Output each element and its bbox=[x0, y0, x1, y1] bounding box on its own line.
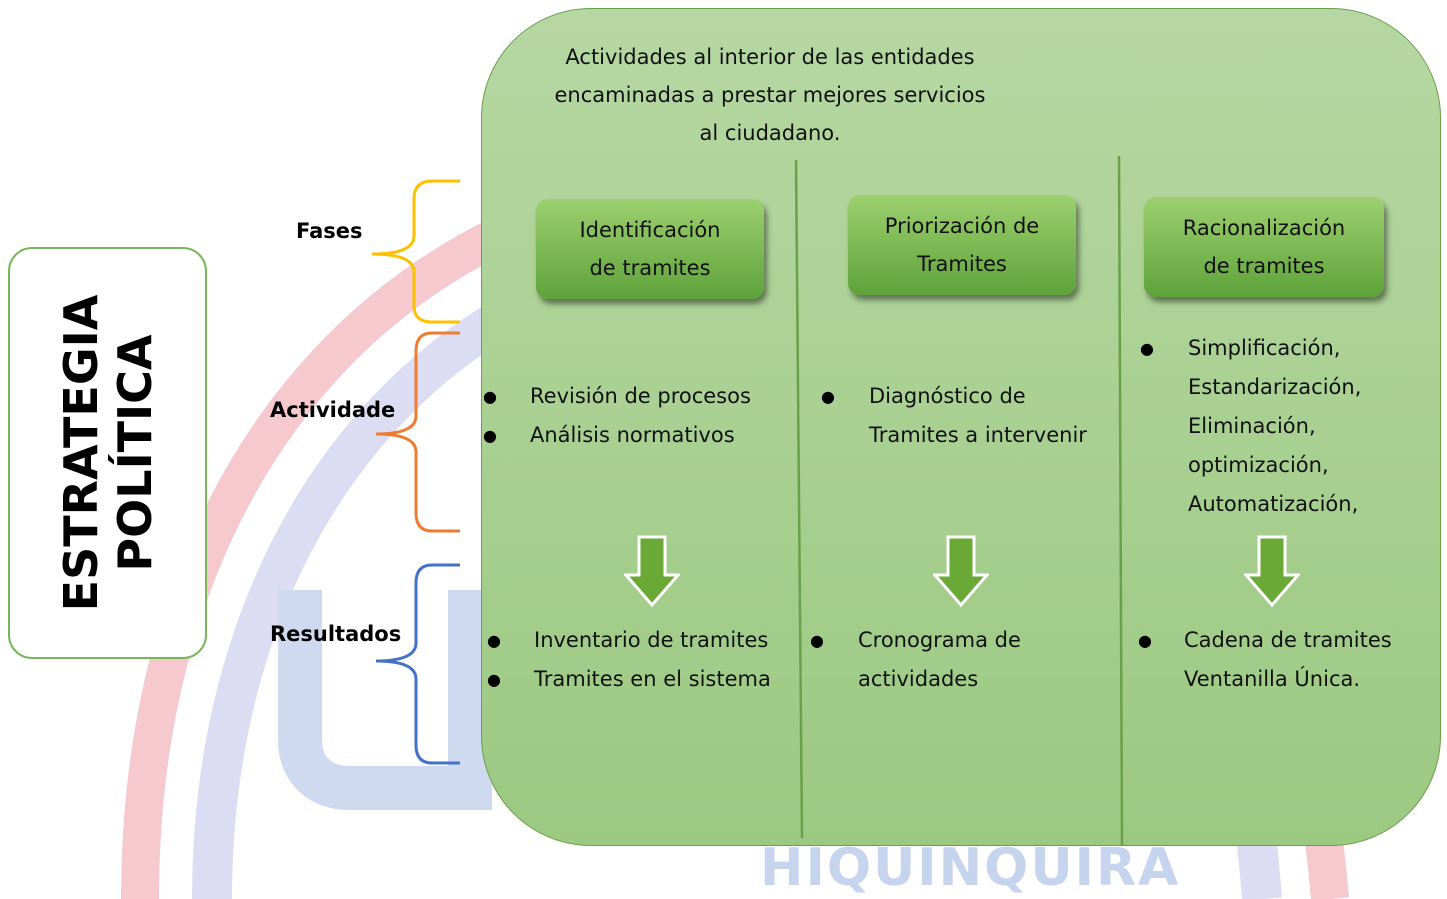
phase-box-priorizacion: Priorización de Tramites bbox=[848, 195, 1076, 295]
list-item-continuation: Eliminación, bbox=[1188, 407, 1361, 446]
list-item-continuation: Estandarización, bbox=[1188, 368, 1361, 407]
phase-box-identificacion: Identificación de tramites bbox=[536, 199, 764, 299]
bullet-dot-icon: ● bbox=[821, 387, 835, 406]
bullet-dot-icon: ● bbox=[1140, 339, 1154, 358]
list-item: ● Revisión de procesos bbox=[483, 377, 751, 416]
column-divider-2 bbox=[1117, 155, 1124, 846]
list-item-continuation: Tramites a intervenir bbox=[869, 416, 1087, 455]
list-item-text: Cronograma de bbox=[858, 628, 1021, 652]
list-item-text: optimización, bbox=[1188, 453, 1329, 477]
phase-box-racionalizacion: Racionalización de tramites bbox=[1144, 197, 1384, 297]
list-item-text: Cadena de tramites bbox=[1184, 628, 1392, 652]
strategy-box bbox=[8, 247, 207, 659]
phase-title-line: Priorización de bbox=[884, 214, 1040, 238]
phase-title-line: de tramites bbox=[1203, 254, 1325, 278]
panel-title-line: encaminadas a prestar mejores servicios bbox=[554, 83, 986, 107]
bullet-dot-icon: ● bbox=[1138, 631, 1152, 650]
column-divider-1 bbox=[794, 159, 804, 839]
main-panel bbox=[481, 8, 1441, 846]
list-item-text: Automatización, bbox=[1188, 492, 1359, 516]
phase-title-line: de tramites bbox=[589, 256, 711, 280]
list-item-text: Estandarización, bbox=[1188, 375, 1362, 399]
list-item-text: Diagnóstico de bbox=[869, 384, 1026, 408]
phase-title-line: Racionalización bbox=[1182, 216, 1346, 240]
watermark-u-letter bbox=[278, 590, 492, 810]
panel-title-line: al ciudadano. bbox=[699, 121, 841, 145]
results-list-racionalizacion: ● Cadena de tramites Ventanilla Única. bbox=[1138, 621, 1392, 699]
watermark-text: HIQUINQUIRÁ bbox=[760, 838, 1181, 898]
list-item-text: Eliminación, bbox=[1188, 414, 1316, 438]
row-label-actividades: Actividade bbox=[270, 398, 396, 422]
list-item: ● Simplificación, bbox=[1140, 329, 1361, 368]
brace-resultados bbox=[375, 563, 460, 765]
list-item: ● Cadena de tramites bbox=[1138, 621, 1392, 660]
list-item: ● Inventario de tramites bbox=[487, 621, 771, 660]
list-item: ● Cronograma de bbox=[810, 621, 1021, 660]
list-item: ● Tramites en el sistema bbox=[487, 660, 771, 699]
bullet-dot-icon: ● bbox=[487, 670, 501, 689]
phase-title-line: Identificación bbox=[579, 218, 721, 242]
brace-fases bbox=[371, 179, 460, 324]
activities-list-identificacion: ● Revisión de procesos ● Análisis normativ… bbox=[483, 377, 751, 455]
list-item-text: Tramites en el sistema bbox=[534, 667, 771, 691]
down-arrow-icon bbox=[624, 535, 680, 607]
list-item-continuation: actividades bbox=[858, 660, 1021, 699]
list-item-text: actividades bbox=[858, 667, 979, 691]
list-item-text: Tramites a intervenir bbox=[869, 423, 1087, 447]
row-label-fases: Fases bbox=[296, 219, 363, 243]
row-label-resultados: Resultados bbox=[270, 622, 402, 646]
list-item-text: Simplificación, bbox=[1188, 336, 1341, 360]
bullet-dot-icon: ● bbox=[487, 631, 501, 650]
bullet-dot-icon: ● bbox=[810, 631, 824, 650]
list-item: ● Análisis normativos bbox=[483, 416, 751, 455]
down-arrow-icon bbox=[933, 535, 989, 607]
results-list-identificacion: ● Inventario de tramites ● Tramites en el … bbox=[487, 621, 771, 699]
panel-title: Actividades al interior de las entidades… bbox=[520, 38, 1020, 152]
bullet-dot-icon: ● bbox=[483, 387, 497, 406]
list-item-text: Ventanilla Única. bbox=[1184, 667, 1361, 691]
list-item-text: Análisis normativos bbox=[530, 423, 735, 447]
activities-list-racionalizacion: ● Simplificación, Estandarización, Elimin… bbox=[1140, 329, 1361, 524]
results-list-priorizacion: ● Cronograma de actividades bbox=[810, 621, 1021, 699]
list-item-continuation: Ventanilla Única. bbox=[1184, 660, 1392, 699]
list-item-continuation: Automatización, bbox=[1188, 485, 1361, 524]
panel-title-line: Actividades al interior de las entidades bbox=[565, 45, 975, 69]
list-item-text: Revisión de procesos bbox=[530, 384, 751, 408]
list-item-text: Inventario de tramites bbox=[534, 628, 769, 652]
list-item-continuation: optimización, bbox=[1188, 446, 1361, 485]
activities-list-priorizacion: ● Diagnóstico de Tramites a intervenir bbox=[821, 377, 1087, 455]
bullet-dot-icon: ● bbox=[483, 426, 497, 445]
down-arrow-icon bbox=[1244, 535, 1300, 607]
brace-actividades bbox=[375, 331, 460, 533]
list-item: ● Diagnóstico de bbox=[821, 377, 1087, 416]
phase-title-line: Tramites bbox=[917, 252, 1007, 276]
